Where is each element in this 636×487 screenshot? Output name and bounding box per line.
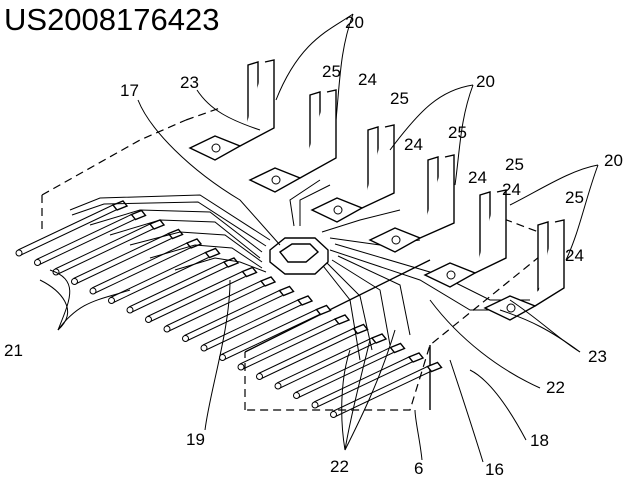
lead-pin-tip [163,325,171,333]
lead-pin-tip [330,411,337,418]
lead-pin-shoulder [204,247,221,259]
lead-pin [221,309,320,360]
lead-pin-tip [89,287,97,295]
lead-pin-shoulder [389,342,406,354]
lead-pin-tip [200,344,208,352]
terminal-3 [310,124,395,223]
lead-pin-shoulder [296,295,314,306]
lead-pin-tip [15,249,23,257]
lead-pin-shoulder [111,200,129,211]
lead-pin-shoulder [241,266,258,278]
label-18: 18 [530,431,549,450]
lead-pin-shoulder [278,285,295,297]
lead-pin [17,204,117,256]
lead-pin-tip [34,259,41,266]
lead-pin [239,318,339,370]
lead-pin [36,214,135,265]
lead-pin-tip [52,268,60,276]
label-20-c: 20 [604,151,623,170]
label-21: 21 [4,341,23,360]
label-20-a: 20 [345,13,364,32]
lead-pin [202,299,302,351]
label-25-a: 25 [322,62,341,81]
lead-pin-tip [293,392,300,399]
label-17: 17 [120,81,139,100]
label-25-d: 25 [505,155,524,174]
label-19: 19 [186,430,205,449]
lead-pin [128,261,228,313]
lead-pin-shoulder [426,361,443,373]
lead-pin [73,233,172,284]
lead-pin-tip [256,373,263,380]
lead-pin-shoulder [370,333,388,344]
label-24-a: 24 [358,70,377,89]
lead-pin-shoulder [259,276,277,287]
patent-number: US2008176423 [4,2,220,37]
terminal-6 [483,219,565,321]
leader-lines [39,13,599,463]
terminal-4 [368,154,455,253]
lead-pin [91,242,191,294]
terminal-2 [248,89,337,193]
label-24-c: 24 [468,168,487,187]
lead-pin-tip [145,316,152,323]
label-20-b: 20 [476,72,495,91]
label-24-d: 24 [502,180,521,199]
label-22-bottom: 22 [330,457,349,476]
lead-pin [313,356,413,408]
lead-pin [276,337,376,389]
lead-pin-shoulder [407,352,425,363]
label-25-c: 25 [448,123,467,142]
lead-pin-tip [108,297,115,304]
label-24-b: 24 [404,135,423,154]
lead-pin-shoulder [130,209,147,221]
lead-pin [184,290,283,341]
label-25-b: 25 [390,89,409,108]
semiconductor-chip [269,237,329,275]
label-23-top: 23 [180,73,199,92]
terminal-5 [423,189,507,288]
lead-pin-shoulder [222,257,240,268]
lead-pin [165,280,265,332]
label-6: 6 [414,459,423,478]
terminals [188,59,565,321]
lead-pin-tip [126,306,134,314]
label-23-right: 23 [588,347,607,366]
label-24-e: 24 [565,246,584,265]
label-25-e: 25 [565,188,584,207]
lead-pin [332,366,431,417]
lead-pins [15,200,443,418]
lead-pin-shoulder [315,304,332,316]
lead-pin-tip [274,382,282,390]
lead-pin [295,347,394,398]
lead-pin-tip [71,278,78,285]
lead-pin [258,328,357,379]
lead-pin-tip [182,335,189,342]
label-16: 16 [485,460,504,479]
lead-pin [54,223,154,275]
lead-pin-shoulder [333,314,351,325]
lead-pin-tip [311,401,319,409]
terminal-1 [188,59,275,161]
label-22-right: 22 [546,378,565,397]
lead-pin-tip [237,363,245,371]
